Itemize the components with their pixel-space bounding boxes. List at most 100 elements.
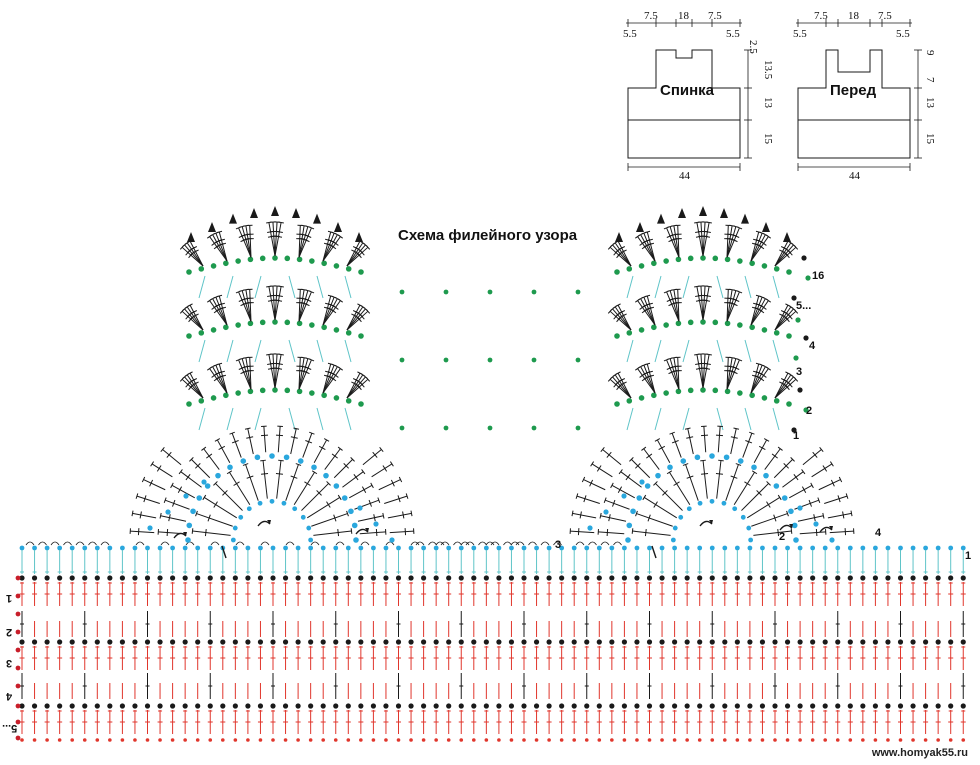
chain-arc xyxy=(460,541,470,546)
bottom-red-dot xyxy=(886,738,890,742)
black-chain-dot xyxy=(170,575,176,581)
dc-bar xyxy=(702,367,711,370)
dc-bar xyxy=(139,511,142,519)
fan-stitch xyxy=(646,295,656,326)
shell-stitch xyxy=(632,530,671,536)
fan-stitch xyxy=(750,231,760,262)
dc-top xyxy=(195,510,198,517)
dc-top xyxy=(629,457,634,462)
chain-arc xyxy=(485,541,495,546)
shell-stitch xyxy=(702,460,708,499)
fan-stitch xyxy=(298,357,305,390)
bottom-red-dot xyxy=(246,738,250,742)
black-chain-dot xyxy=(885,639,891,645)
fan-stitch xyxy=(673,289,680,322)
dc-bar xyxy=(373,514,376,522)
chain-arc xyxy=(100,541,110,546)
dc-top xyxy=(766,481,771,486)
fan-stitch xyxy=(346,240,361,267)
dc-bar xyxy=(732,366,740,370)
chain-dot xyxy=(697,545,703,551)
green-chain-dot xyxy=(638,327,645,333)
fan-stitch xyxy=(612,308,632,331)
blue-edge-dot xyxy=(373,521,379,527)
blue-chain-dot xyxy=(348,508,354,515)
dc-bar xyxy=(372,451,378,458)
dc-bar xyxy=(177,486,183,494)
green-chain-dot xyxy=(773,330,780,336)
fan-row-label-16: 16 xyxy=(812,270,825,282)
edge-stitch xyxy=(136,495,160,505)
shell-stitch xyxy=(799,531,826,535)
teal-link xyxy=(226,339,234,363)
repeat-dot xyxy=(575,289,581,295)
green-chain-dot xyxy=(345,266,352,272)
edge-stitch xyxy=(151,463,173,478)
bottom-red-dot xyxy=(195,738,200,742)
repeat-dot xyxy=(443,289,449,295)
blue-chain-dot xyxy=(737,458,744,464)
fan-stitch xyxy=(646,363,656,394)
teal-link xyxy=(682,275,690,299)
black-chain-dot xyxy=(697,703,703,709)
teal-link xyxy=(744,275,752,299)
black-chain-dot xyxy=(810,703,816,709)
bottom-red-dot xyxy=(359,738,363,742)
black-chain-dot xyxy=(333,639,339,645)
blue-inner-dot xyxy=(246,506,252,512)
blue-inner-dot xyxy=(300,514,306,520)
black-chain-dot xyxy=(82,575,88,581)
black-chain-dot xyxy=(646,575,653,581)
dc-bar xyxy=(830,479,835,487)
edge-red-dot xyxy=(15,611,21,617)
black-chain-dot xyxy=(860,639,866,645)
green-chain-dot xyxy=(333,263,340,269)
teal-link xyxy=(288,407,296,431)
dc-bar xyxy=(302,302,310,307)
dc-bar xyxy=(608,514,611,522)
black-chain-dot xyxy=(759,639,766,645)
dc-top xyxy=(736,226,743,230)
chain-dot xyxy=(734,545,740,551)
black-chain-dot xyxy=(257,575,264,581)
black-chain-dot xyxy=(333,703,339,709)
chain-arc xyxy=(440,541,450,546)
base-row-label-3: 3 xyxy=(6,657,13,669)
fan-stitch xyxy=(322,231,332,262)
chain-dot xyxy=(509,545,514,551)
black-chain-dot xyxy=(559,639,565,645)
front-height-4: 15 xyxy=(924,133,936,144)
shell-stitch xyxy=(276,460,282,499)
green-chain-dot xyxy=(284,319,291,326)
bottom-red-dot xyxy=(873,738,878,742)
fan-stitch xyxy=(186,306,204,331)
fan-stitch xyxy=(322,368,341,394)
fan-stitch xyxy=(696,286,704,321)
bottom-red-dot xyxy=(773,738,777,742)
shell-stitch xyxy=(293,471,315,506)
black-chain-dot xyxy=(44,703,50,709)
dc-bar xyxy=(662,490,668,496)
chain-arc xyxy=(88,541,97,546)
dc-top xyxy=(635,510,638,517)
blue-inner-dot xyxy=(721,500,727,506)
black-chain-dot xyxy=(483,639,489,645)
dc-bar xyxy=(618,246,626,251)
teal-link xyxy=(716,275,724,299)
green-chain-dot xyxy=(712,319,719,326)
bottom-red-dot xyxy=(735,738,740,742)
green-chain-dot xyxy=(749,260,755,267)
blue-inner-dot xyxy=(292,506,298,512)
chain-dot xyxy=(885,545,891,551)
base-row-label-5: 5... xyxy=(2,722,18,734)
black-chain-dot xyxy=(722,575,728,581)
chain-dot xyxy=(860,545,866,551)
fan-stitch xyxy=(298,357,301,390)
chain-arc xyxy=(465,541,475,546)
dc-top xyxy=(682,463,689,466)
dc-bar xyxy=(219,242,227,246)
dc-bar xyxy=(730,302,738,307)
chain-dot xyxy=(496,545,502,551)
blue-chain-dot xyxy=(723,454,730,461)
dc-bar xyxy=(332,240,339,246)
